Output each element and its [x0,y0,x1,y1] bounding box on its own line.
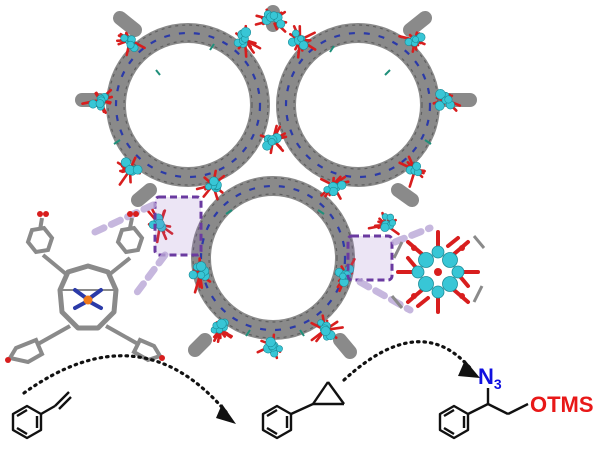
silyl-ether-label: OTMS [530,392,594,417]
metal-cluster-node [188,257,212,294]
metal-cluster-icon [390,230,486,314]
metal-cluster-node [210,318,233,344]
metal-cluster-node [81,88,114,115]
metal-cluster-node [259,124,288,155]
mof-framework [75,5,477,360]
metal-cluster-node [254,8,288,33]
reaction-arrows [22,340,472,414]
metal-cluster-node [334,258,356,293]
azide-label: N3 [478,364,502,392]
metal-cluster-node [287,25,317,59]
metal-cluster-node [367,211,400,236]
metal-cluster-node [233,24,262,58]
metal-cluster-node [432,89,462,112]
styrene-molecule [11,391,72,440]
metal-cluster-node [115,31,146,57]
azido-silyl-ether-molecule [438,388,529,440]
linker-highlight-box [153,195,203,257]
azide-subscript: 3 [494,376,502,392]
arrow-epoxide-to-product [342,340,472,382]
styrene-oxide-molecule [261,381,345,440]
porphyrin-linker-icon [5,211,165,365]
metal-cluster-node [398,155,426,188]
cluster-highlight-box [346,234,394,282]
metal-cluster-node [195,169,226,201]
highlight-boxes [153,195,394,282]
arrow-styrene-to-epoxide [22,354,228,414]
metal-cluster-node [256,333,283,360]
metal-cluster-node [116,156,143,186]
metal-cluster-node [319,175,350,200]
metal-cluster-node [398,31,426,53]
arrow-heads [216,360,480,424]
metal-cluster-node [310,314,344,343]
